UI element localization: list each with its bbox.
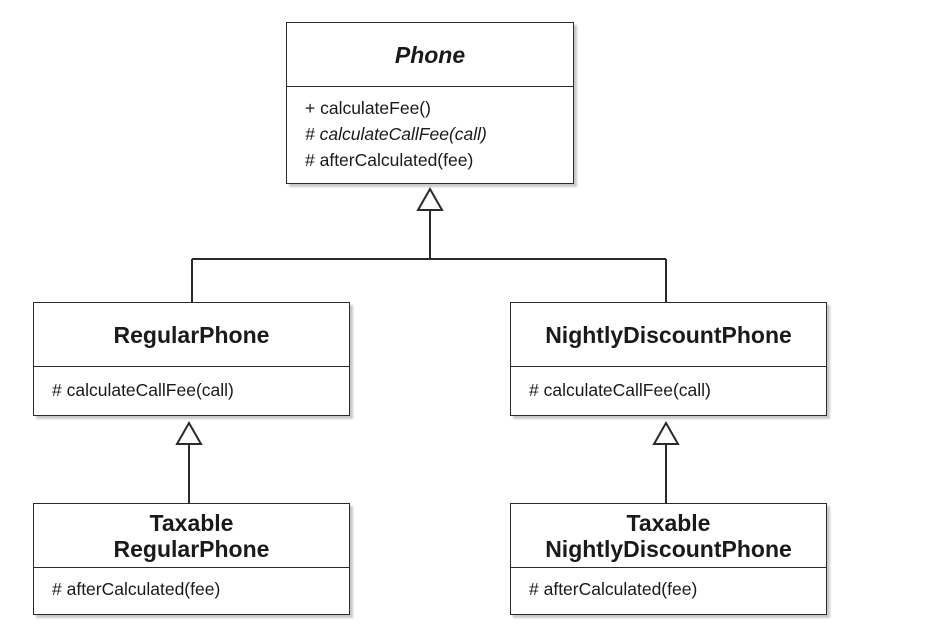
method-after-calculated: # afterCalculated(fee): [305, 150, 474, 170]
class-box-regular-phone: RegularPhone # calculateCallFee(call): [33, 302, 350, 416]
generalization-edge-phone-children: [191, 210, 667, 302]
generalization-arrowhead-nightly-discount-phone: [652, 420, 680, 445]
class-box-phone: Phone + calculateFee() # calculateCallFe…: [286, 22, 574, 184]
method-calculate-call-fee: # calculateCallFee(call): [305, 124, 487, 144]
class-box-taxable-nightly-discount-phone: Taxable NightlyDiscountPhone # afterCalc…: [510, 503, 827, 615]
class-name-phone: Phone: [287, 23, 573, 87]
class-name-line-1: Taxable: [626, 509, 711, 536]
class-name-taxable-nightly-discount-phone: Taxable NightlyDiscountPhone: [511, 504, 826, 568]
class-name-nightly-discount-phone: NightlyDiscountPhone: [511, 303, 826, 367]
method-calculate-call-fee: # calculateCallFee(call): [529, 380, 711, 400]
method-calculate-call-fee: # calculateCallFee(call): [52, 380, 234, 400]
class-name-text: Phone: [394, 41, 466, 68]
method-after-calculated: # afterCalculated(fee): [529, 579, 698, 599]
class-name-taxable-regular-phone: Taxable RegularPhone: [34, 504, 349, 568]
method-calculate-fee: + calculateFee(): [305, 98, 431, 118]
class-name-line-1: Taxable: [149, 509, 234, 536]
generalization-arrowhead-regular-phone: [175, 420, 203, 445]
class-name-line-2: NightlyDiscountPhone: [545, 535, 792, 562]
class-members-nightly-discount-phone: # calculateCallFee(call): [511, 367, 826, 403]
generalization-arrowhead-phone: [416, 186, 444, 211]
class-name-text: RegularPhone: [113, 321, 270, 348]
class-name-regular-phone: RegularPhone: [34, 303, 349, 367]
class-members-taxable-regular-phone: # afterCalculated(fee): [34, 568, 349, 602]
class-name-text: NightlyDiscountPhone: [545, 321, 792, 348]
class-name-line-2: RegularPhone: [113, 535, 270, 562]
class-members-taxable-nightly-discount-phone: # afterCalculated(fee): [511, 568, 826, 602]
method-after-calculated: # afterCalculated(fee): [52, 579, 221, 599]
class-members-regular-phone: # calculateCallFee(call): [34, 367, 349, 403]
class-box-taxable-regular-phone: Taxable RegularPhone # afterCalculated(f…: [33, 503, 350, 615]
class-members-phone: + calculateFee() # calculateCallFee(call…: [287, 87, 573, 173]
class-box-nightly-discount-phone: NightlyDiscountPhone # calculateCallFee(…: [510, 302, 827, 416]
